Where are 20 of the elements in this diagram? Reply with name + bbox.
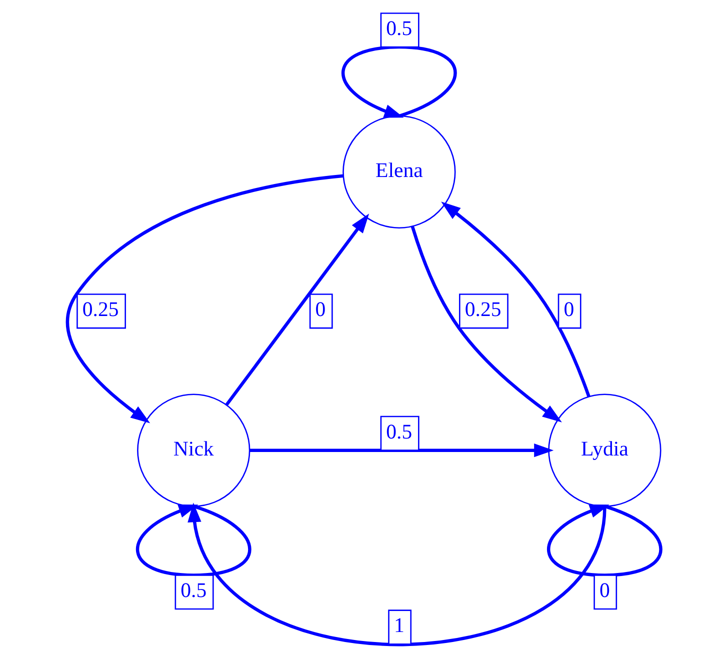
- edge-label: 0: [315, 297, 326, 322]
- edge-label: 0.5: [386, 419, 412, 444]
- edge-label: 0.5: [180, 578, 207, 602]
- arrow: [441, 202, 590, 398]
- node-circle: Lydia: [548, 394, 662, 507]
- node-circle: Elena: [342, 115, 456, 229]
- node-circle: Nick: [137, 394, 250, 507]
- arrow: [250, 443, 554, 458]
- arrow: [225, 214, 370, 406]
- edge-label: 0.5: [386, 16, 412, 40]
- edge-label: 1: [394, 613, 404, 638]
- edge-label: 0.25: [464, 297, 502, 322]
- arrow: [136, 504, 252, 577]
- arrow: [547, 504, 662, 577]
- arrow: [410, 226, 562, 422]
- edge-label: 0: [564, 297, 574, 322]
- arrow: [342, 45, 457, 118]
- arrow: [66, 174, 344, 424]
- edge-label: 0.25: [82, 297, 119, 322]
- edge-label: 0: [599, 578, 610, 602]
